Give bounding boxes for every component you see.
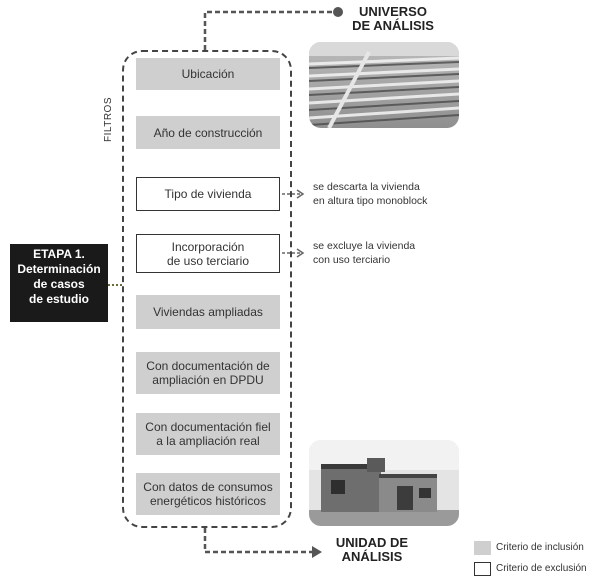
step-faithful-documentation: Con documentación fiel a la ampliación r… [136, 413, 280, 455]
filters-label: FILTROS [103, 97, 114, 142]
exclusion-note-housing-type: se descarta la vivienda en altura tipo m… [313, 181, 428, 207]
universe-aerial-photo [309, 42, 459, 128]
stage-label-box: ETAPA 1. Determinación de casos de estud… [10, 244, 108, 322]
universe-dot [333, 7, 343, 17]
step-dpdu-documentation: Con documentación de ampliación en DPDU [136, 352, 280, 394]
step-location: Ubicación [136, 58, 280, 90]
exclusion-arrowhead-1 [296, 189, 305, 199]
unit-house-photo [309, 440, 459, 526]
step-construction-year: Año de construcción [136, 116, 280, 149]
universe-title: UNIVERSO DE ANÁLISIS [352, 4, 434, 33]
legend-exclusion-swatch [474, 562, 491, 576]
legend-exclusion-label: Criterio de exclusión [496, 563, 587, 574]
unit-title: UNIDAD DE ANÁLISIS [335, 535, 409, 564]
unit-connector [203, 528, 312, 554]
filters-frame [122, 50, 292, 528]
universe-connector [203, 10, 335, 50]
legend-inclusion-label: Criterio de inclusión [496, 542, 584, 553]
exclusion-note-tertiary: se excluye la vivienda con uso terciario [313, 240, 416, 266]
step-energy-consumption: Con datos de consumos energéticos histór… [136, 473, 280, 515]
exclusion-arrowhead-2 [296, 248, 305, 258]
unit-arrowhead [312, 546, 322, 558]
step-extended-houses: Viviendas ampliadas [136, 295, 280, 329]
legend-inclusion-swatch [474, 541, 491, 555]
step-housing-type: Tipo de vivienda [136, 177, 280, 211]
step-tertiary-use: Incorporación de uso terciario [136, 234, 280, 273]
